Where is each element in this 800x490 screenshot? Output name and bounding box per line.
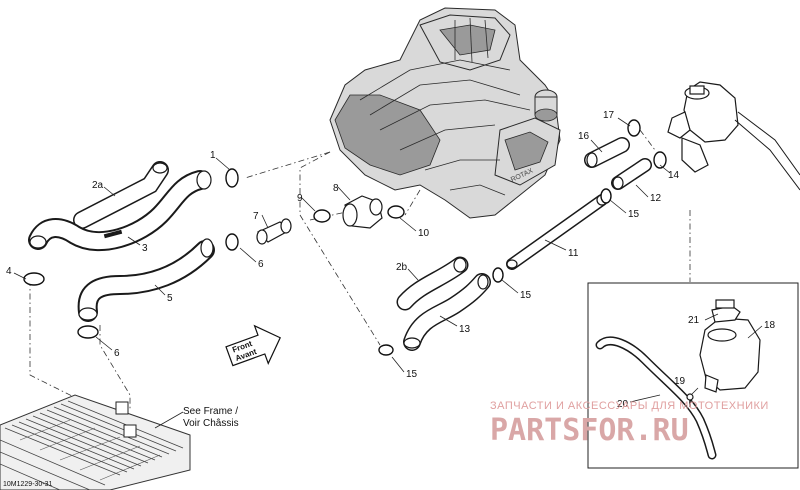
expansion-tank-upper — [667, 81, 800, 191]
callout-10: 10 — [418, 228, 430, 239]
callout-leaders — [13, 117, 671, 373]
frame-note-line1: See Frame / — [183, 406, 238, 417]
callout-15-upper: 15 — [628, 209, 640, 220]
callout-3: 3 — [142, 243, 148, 254]
callout-2b: 2b — [396, 262, 408, 273]
callout-6-upper: 6 — [258, 259, 264, 270]
engine-assembly: ROTAX — [329, 7, 561, 219]
clamp-15-lower — [378, 344, 394, 356]
callout-16: 16 — [578, 131, 590, 142]
callout-15-middle: 15 — [520, 290, 532, 301]
callout-4: 4 — [6, 266, 12, 277]
callout-6-lower: 6 — [114, 348, 120, 359]
sleeve-12 — [611, 158, 652, 190]
clamp-15-upper — [600, 188, 612, 204]
hose-5 — [77, 238, 215, 322]
callout-11: 11 — [568, 248, 579, 259]
clamp-17 — [627, 119, 641, 137]
front-direction-arrow: Front Avant — [225, 324, 281, 367]
clamp-1 — [225, 168, 239, 188]
callout-14: 14 — [668, 170, 680, 181]
callout-7: 7 — [253, 211, 259, 222]
callout-8: 8 — [333, 183, 339, 194]
callout-1: 1 — [210, 150, 216, 161]
inset-detail-box — [587, 282, 799, 469]
callout-5: 5 — [167, 293, 173, 304]
clamps — [23, 119, 667, 356]
callout-20: 20 — [617, 399, 629, 410]
sleeve-16 — [584, 137, 630, 168]
callout-numbers: 1 2a 3 4 5 6 6 7 8 9 10 11 12 13 14 15 1… — [6, 110, 776, 410]
radiator — [0, 394, 191, 490]
clamp-4 — [23, 272, 45, 286]
watermark-tagline: ЗАПЧАСТИ И АКСЕССУАРЫ ДЛЯ МОТОТЕХНИКИ — [490, 400, 769, 412]
housing-8 — [342, 195, 383, 229]
clamp-14 — [653, 151, 667, 169]
frame-note: See Frame / Voir Châssis — [154, 406, 239, 429]
callout-17: 17 — [603, 110, 615, 121]
callout-12: 12 — [650, 193, 662, 204]
hose-2a — [73, 161, 169, 229]
clamp-6-lower — [77, 325, 99, 339]
callout-2a: 2a — [92, 180, 104, 191]
callout-21: 21 — [688, 315, 700, 326]
hose-13 — [403, 273, 491, 351]
fitting-7 — [256, 218, 292, 245]
watermark-brand: PARTSFOR.RU — [490, 413, 689, 448]
callout-18: 18 — [764, 320, 776, 331]
clamp-10 — [387, 205, 405, 219]
pipe-11 — [506, 194, 608, 270]
clamp-6-upper — [225, 233, 239, 251]
hose-3 — [28, 170, 212, 252]
hose-2b — [396, 256, 469, 311]
diagram-reference-code: 10M1229-30-31 — [3, 481, 53, 488]
watermark: ЗАПЧАСТИ И АКСЕССУАРЫ ДЛЯ МОТОТЕХНИКИ PA… — [490, 400, 769, 448]
callout-19: 19 — [674, 376, 686, 387]
callout-15-lower: 15 — [406, 369, 418, 380]
clamp-15-middle — [492, 267, 504, 283]
callout-13: 13 — [459, 324, 471, 335]
callout-9: 9 — [297, 193, 303, 204]
clamp-9 — [313, 209, 331, 223]
frame-note-line2: Voir Châssis — [183, 418, 239, 429]
